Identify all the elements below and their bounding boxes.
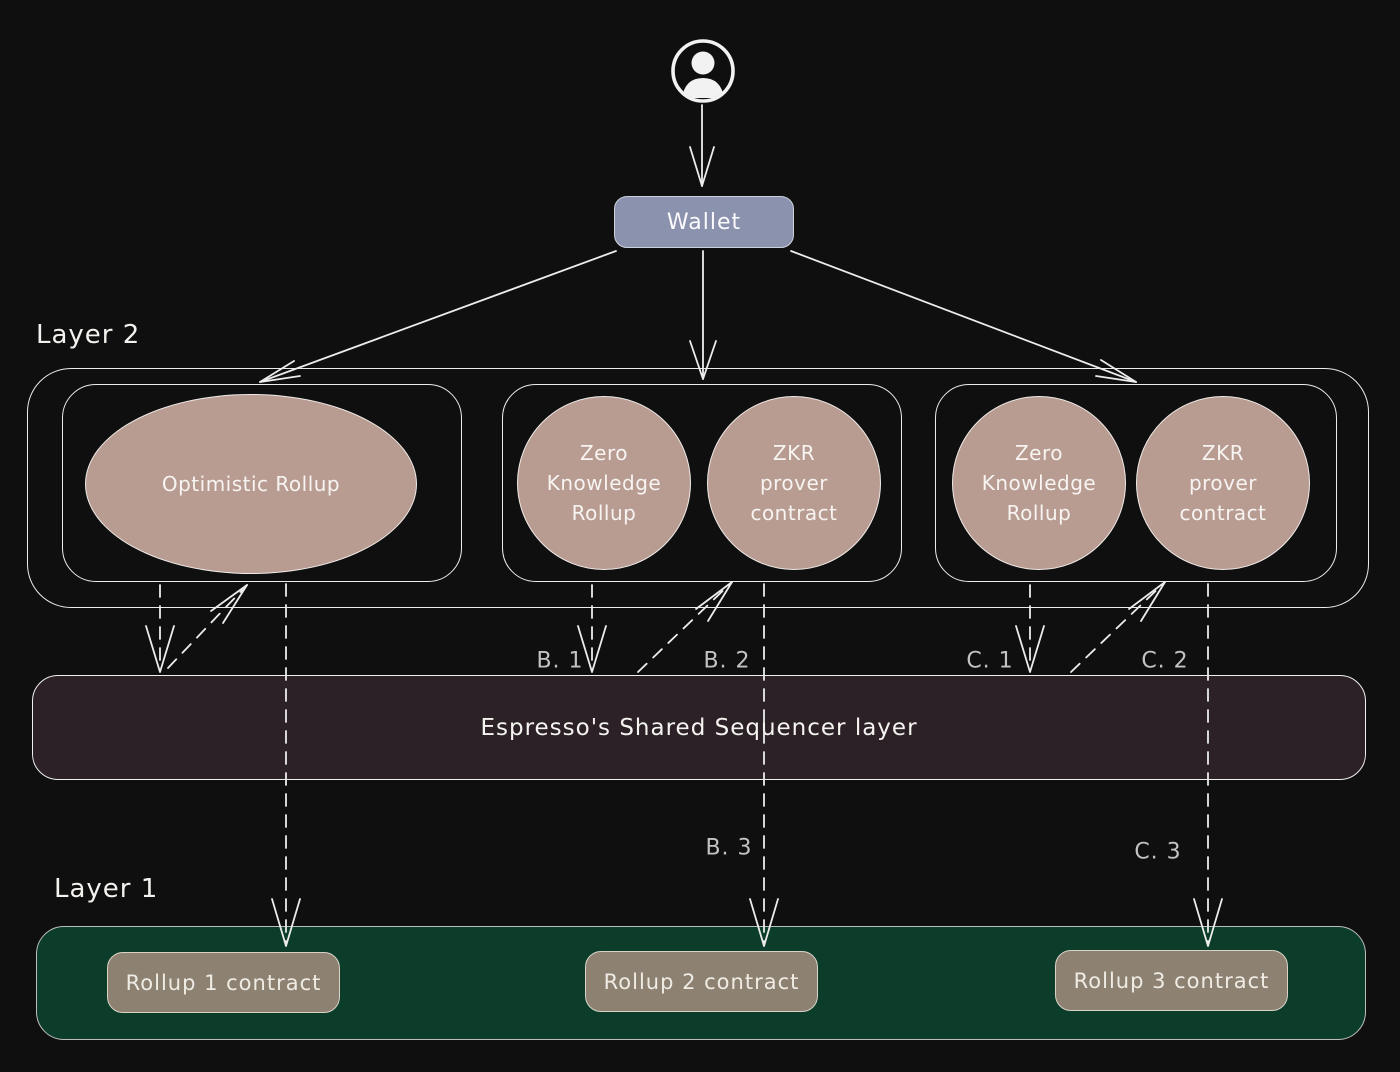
zkr-prover-node-c: ZKR prover contract bbox=[1136, 396, 1310, 570]
flow-label-b1: B. 1 bbox=[536, 648, 584, 674]
zk-rollup-label-c: Zero Knowledge Rollup bbox=[981, 441, 1097, 525]
wallet-node: Wallet bbox=[614, 196, 794, 248]
flow-label-c2: C. 2 bbox=[1141, 648, 1189, 674]
zkr-prover-node-b: ZKR prover contract bbox=[707, 396, 881, 570]
arrow-wallet-to-group-b bbox=[689, 250, 717, 380]
zk-rollup-label-b: Zero Knowledge Rollup bbox=[546, 441, 662, 525]
zk-rollup-node-b: Zero Knowledge Rollup bbox=[517, 396, 691, 570]
rollup-group-a bbox=[62, 384, 462, 582]
arrow-wallet-to-group-a bbox=[259, 250, 617, 383]
rollup-3-contract-label: Rollup 3 contract bbox=[1073, 968, 1270, 993]
optimistic-rollup-label: Optimistic Rollup bbox=[161, 472, 341, 496]
wallet-label: Wallet bbox=[666, 209, 742, 235]
optimistic-rollup-node: Optimistic Rollup bbox=[85, 394, 417, 574]
arrow-user-to-wallet bbox=[689, 104, 715, 187]
arrow-wallet-to-group-c bbox=[790, 250, 1137, 383]
rollup-1-contract-node: Rollup 1 contract bbox=[107, 952, 340, 1013]
rollup-2-contract-node: Rollup 2 contract bbox=[585, 951, 818, 1012]
flow-label-b3: B. 3 bbox=[705, 835, 753, 861]
layer1-label: Layer 1 bbox=[54, 874, 159, 904]
zk-rollup-node-c: Zero Knowledge Rollup bbox=[952, 396, 1126, 570]
flow-label-c3: C. 3 bbox=[1134, 839, 1182, 865]
user-icon bbox=[671, 39, 735, 103]
layer2-label: Layer 2 bbox=[36, 320, 141, 350]
shared-sequencer-label: Espresso's Shared Sequencer layer bbox=[480, 714, 918, 741]
rollup-2-contract-label: Rollup 2 contract bbox=[603, 969, 800, 994]
zkr-prover-label-b: ZKR prover contract bbox=[750, 441, 838, 525]
rollup-1-contract-label: Rollup 1 contract bbox=[125, 970, 322, 995]
flow-label-b2: B. 2 bbox=[703, 648, 751, 674]
zkr-prover-label-c: ZKR prover contract bbox=[1179, 441, 1267, 525]
shared-sequencer-bar: Espresso's Shared Sequencer layer bbox=[32, 675, 1366, 780]
flow-label-c1: C. 1 bbox=[966, 648, 1014, 674]
rollup-3-contract-node: Rollup 3 contract bbox=[1055, 950, 1288, 1011]
